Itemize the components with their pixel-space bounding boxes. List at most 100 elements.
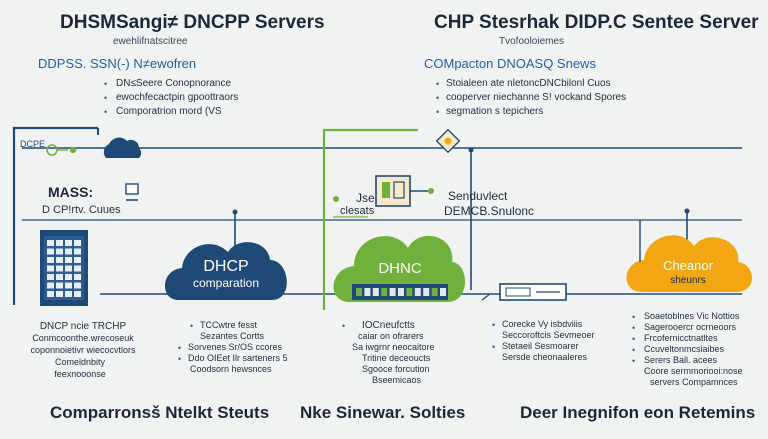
monitor-icon	[125, 183, 139, 195]
center-right-note-4: Sersde cheonaaleres	[502, 352, 588, 362]
server-bar-cell	[431, 288, 438, 296]
center-mid-note-3: Sa iwgrnr neocaitore	[352, 342, 435, 352]
rack-cell	[56, 257, 63, 263]
small-cloud-icon	[103, 137, 142, 158]
rack-cell	[47, 274, 54, 280]
right-title: CHP Stesrhak DIDP.C Sentee Server	[434, 12, 759, 33]
cloud-left-line-1: DHCP	[203, 258, 249, 275]
green-node-icon	[333, 196, 339, 202]
rack-cell	[47, 257, 54, 263]
cloud-right-line-1: Cheanor	[663, 258, 713, 273]
rack-cell	[74, 240, 81, 246]
left-note-3: coponnoietivr wiecocvtlors	[30, 345, 136, 355]
rack-cell	[47, 265, 54, 272]
footer-center-label: Nke Sinewar. Solties	[300, 403, 466, 422]
center-left-note-3: Sorvenes Sr/OS ccores	[188, 342, 283, 352]
rack-cell	[47, 240, 54, 246]
rack-cell	[56, 282, 63, 289]
rack-cell	[65, 248, 72, 255]
left-box-caption: D CP!rtv. Cuues	[42, 204, 121, 216]
blade-server-icon	[499, 283, 567, 301]
right-note-5: Serers Ball. acees	[644, 355, 718, 365]
center-panel-frame	[322, 128, 418, 310]
app-label-1: Jse	[356, 191, 375, 205]
right-subtitle: Tvofooloiemes	[499, 36, 565, 47]
left-note-1: DNCP ncie TRCHP	[39, 321, 127, 332]
cloud-left-line-2: comparation	[192, 276, 260, 290]
orange-cloud-right	[626, 235, 752, 292]
right-note-7: servers Compamnces	[650, 377, 738, 387]
center-bullet-2: cooperver niechanne S! vockand Spores	[446, 92, 627, 103]
left-note-2: Conmcoonthe.wrecoseuk	[32, 333, 134, 343]
center-mid-note-5: Sgooce forcution	[362, 364, 430, 374]
center-right-note-3: Stetaeil Sesmoarer	[502, 341, 579, 351]
left-bullet-1: DN≤Seere Conopnorance	[116, 78, 231, 89]
center-right-note-1: Corecke Vy isbdviiis	[502, 319, 583, 329]
left-note-5: feexnooonse	[54, 369, 106, 379]
cloud-right-line-2: sheunrs	[670, 275, 706, 286]
server-bar-cell	[364, 288, 371, 296]
rack-cell	[47, 248, 54, 255]
center-mid-note-4: Tritine deceoucts	[362, 353, 431, 363]
network-dot-icon	[69, 146, 77, 154]
server-bar-cell	[381, 288, 388, 296]
center-right-note-2: Seccoroftcis Sevmeoer	[502, 330, 595, 340]
center-panel-heading: COMpacton DNOASQ Snews	[424, 56, 596, 71]
rack-cell	[65, 274, 72, 280]
footer-left-label: Comparronsš Ntelkt Steuts	[50, 403, 270, 422]
rack-cell	[65, 240, 72, 246]
server-bar-cell	[389, 288, 396, 296]
server-bar-cell	[423, 288, 430, 296]
center-mid-note-1: IOCneufctts	[362, 320, 415, 331]
left-panel-heading: DDPSS. SSN(-) N≠ewofren	[38, 56, 197, 71]
center-mid-note-2: caiar on ofrarers	[358, 331, 424, 341]
dhcp-cloud-left	[164, 242, 287, 300]
rack-cell	[74, 257, 81, 263]
right-note-4: Ccuveltonmcsiaibes	[644, 344, 725, 354]
rack-cell	[65, 282, 72, 289]
left-panel-frame	[12, 126, 98, 305]
left-tag: DCPE	[20, 139, 46, 149]
center-left-note-5: Coodsorn hewsnces	[190, 364, 272, 374]
left-bullet-3: Comporatrion mord (VS	[116, 106, 222, 117]
server-bar-cell	[440, 288, 446, 296]
left-subtitle: ewehlifnatscitree	[113, 36, 188, 47]
rack-cell	[56, 248, 63, 255]
server-bar-cell	[406, 288, 413, 296]
server-bar-cell	[414, 288, 421, 296]
rack-cell	[74, 265, 81, 272]
right-note-3: Frcofernicctnatltes	[644, 333, 718, 343]
rack-cell	[65, 291, 72, 297]
center-bullet-1: Stoialeen ate nletoncDNCbilonl Cuos	[446, 78, 611, 89]
rack-cell	[65, 265, 72, 272]
center-left-note-1: TCCwtre fesst	[200, 320, 258, 330]
cloud-center-label: DHNC	[378, 260, 422, 277]
footer-right-label: Deer Inegnifon eon Retemins	[520, 403, 756, 422]
rack-cell	[56, 240, 63, 246]
rack-cell	[74, 282, 81, 289]
server-bar-cell	[372, 288, 379, 296]
network-node-icon	[46, 144, 58, 156]
center-left-note-4: Ddo OIEet Ilr sarteners 5	[188, 353, 288, 363]
rack-cell	[47, 291, 54, 297]
right-note-1: Soaetoblnes Vic Nottios	[644, 311, 740, 321]
app-label-2: clesats	[340, 205, 375, 217]
rack-cell	[74, 291, 81, 297]
server-bar-cell	[356, 288, 362, 296]
right-note-2: Sagerooercr ocrneoors	[644, 322, 737, 332]
server-bar-cell	[398, 288, 404, 296]
left-title: DHSMSangi≠ DNCPP Servers	[60, 12, 325, 33]
left-note-4: Comeldnbity	[54, 357, 106, 367]
server-label-1: Senduvlect	[448, 189, 508, 203]
app-chip-icon	[375, 175, 434, 207]
rack-cell	[56, 291, 63, 297]
left-box-title: MASS:	[48, 184, 94, 200]
center-left-note-2: Sezantes Cortts	[200, 331, 265, 341]
rack-cell	[74, 274, 81, 280]
rack-cell	[56, 265, 63, 272]
rack-cell	[56, 274, 63, 280]
right-note-6: Coore sermmoriooi:nose	[644, 366, 743, 376]
server-label-2: DEMCB.Snulonc	[444, 204, 535, 218]
left-bullet-2: ewochfecactpin gpoottraors	[116, 92, 239, 103]
